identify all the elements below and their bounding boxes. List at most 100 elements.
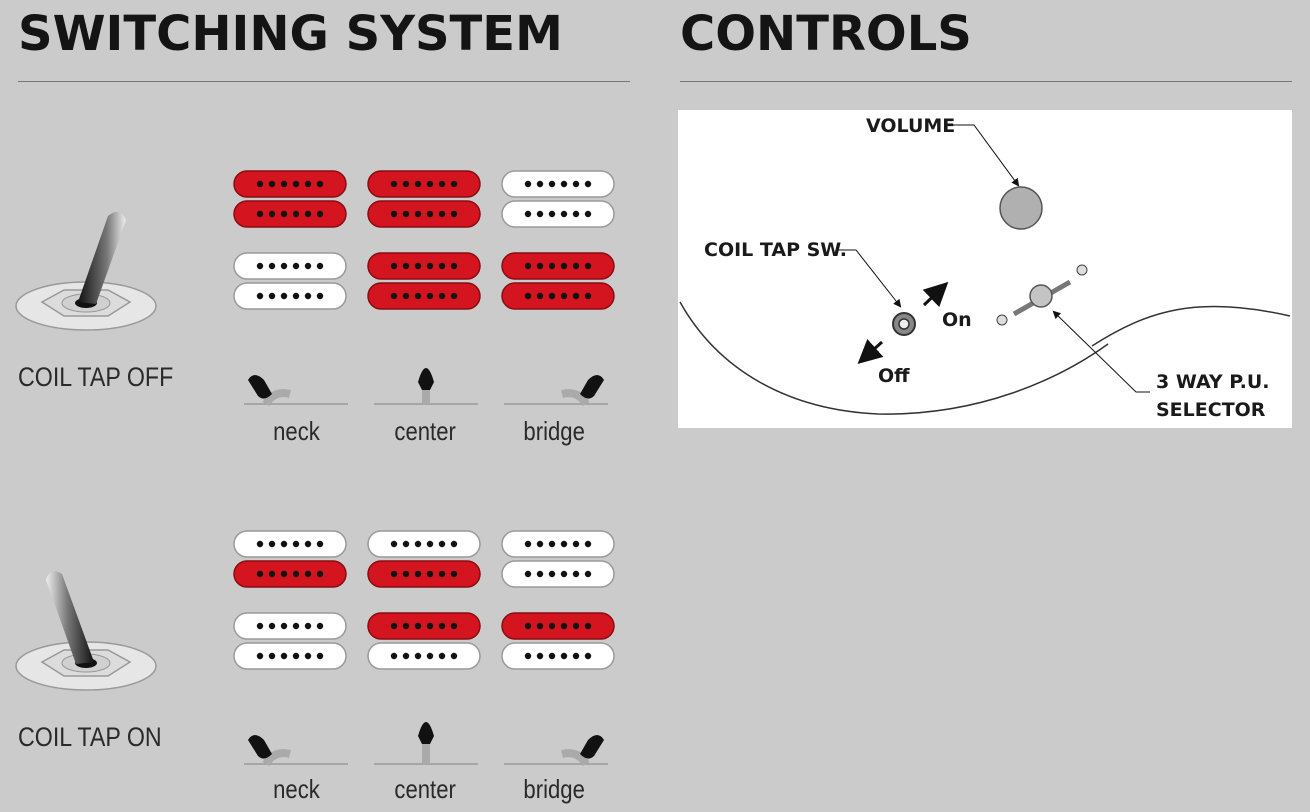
pole-piece xyxy=(316,180,324,188)
pole-piece xyxy=(536,622,544,630)
pole-piece xyxy=(268,210,276,218)
pole-piece xyxy=(292,652,300,660)
pole-piece xyxy=(316,540,324,548)
pole-piece xyxy=(256,570,264,578)
pole-piece xyxy=(572,570,580,578)
pole-piece xyxy=(304,262,312,270)
pole-piece xyxy=(414,180,422,188)
inactive-coil xyxy=(501,530,615,558)
active-coil xyxy=(367,200,481,228)
pole-piece xyxy=(256,540,264,548)
selector-neck-icon xyxy=(244,735,348,767)
on-label: On xyxy=(942,309,972,331)
toggle-switch-down-icon xyxy=(15,571,157,691)
pickup-diagram-neck xyxy=(233,170,347,310)
pole-piece xyxy=(438,652,446,660)
pole-piece xyxy=(280,622,288,630)
pole-piece xyxy=(280,570,288,578)
pole-piece xyxy=(268,262,276,270)
pole-piece xyxy=(536,570,544,578)
pole-piece xyxy=(450,262,458,270)
pole-piece xyxy=(402,180,410,188)
pickup-diagram-neck xyxy=(233,530,347,670)
inactive-coil xyxy=(367,530,481,558)
pole-piece xyxy=(572,180,580,188)
pole-piece xyxy=(548,210,556,218)
pole-piece xyxy=(548,262,556,270)
active-coil xyxy=(367,612,481,640)
pole-piece xyxy=(304,652,312,660)
position-label-center: center xyxy=(394,774,456,804)
active-coil xyxy=(233,170,347,198)
pole-piece xyxy=(316,210,324,218)
pole-piece xyxy=(524,652,532,660)
pole-piece xyxy=(450,652,458,660)
pole-piece xyxy=(438,180,446,188)
pole-piece xyxy=(560,262,568,270)
pickup-diagram-center xyxy=(367,170,481,310)
pole-piece xyxy=(390,622,398,630)
pole-piece xyxy=(292,180,300,188)
pole-piece xyxy=(316,622,324,630)
pole-piece xyxy=(572,540,580,548)
active-coil xyxy=(233,200,347,228)
pole-piece xyxy=(280,180,288,188)
pole-piece xyxy=(572,652,580,660)
controls-panel xyxy=(678,110,1292,428)
volume-label: VOLUME xyxy=(866,115,955,137)
pole-piece xyxy=(256,622,264,630)
pole-piece xyxy=(390,210,398,218)
inactive-coil xyxy=(367,642,481,670)
pole-piece xyxy=(304,292,312,300)
pole-piece xyxy=(438,210,446,218)
pole-piece xyxy=(438,540,446,548)
pole-piece xyxy=(524,180,532,188)
pole-piece xyxy=(390,180,398,188)
pole-piece xyxy=(560,570,568,578)
inactive-coil xyxy=(501,642,615,670)
pole-piece xyxy=(548,570,556,578)
pole-piece xyxy=(584,540,592,548)
pole-piece xyxy=(268,292,276,300)
pole-piece xyxy=(450,180,458,188)
pole-piece xyxy=(524,210,532,218)
pole-piece xyxy=(304,180,312,188)
pole-piece xyxy=(584,622,592,630)
pole-piece xyxy=(560,210,568,218)
pole-piece xyxy=(390,570,398,578)
pole-piece xyxy=(268,570,276,578)
inactive-coil xyxy=(501,560,615,588)
pole-piece xyxy=(402,570,410,578)
inactive-coil xyxy=(501,200,615,228)
pole-piece xyxy=(292,570,300,578)
pole-piece xyxy=(524,622,532,630)
pole-piece xyxy=(316,292,324,300)
pole-piece xyxy=(256,210,264,218)
pole-piece xyxy=(560,652,568,660)
pole-piece xyxy=(414,622,422,630)
pole-piece xyxy=(280,540,288,548)
pole-piece xyxy=(426,652,434,660)
position-label-center: center xyxy=(394,416,456,446)
position-label-neck: neck xyxy=(272,774,320,804)
pole-piece xyxy=(268,540,276,548)
pole-piece xyxy=(524,540,532,548)
pole-piece xyxy=(548,622,556,630)
pole-piece xyxy=(548,540,556,548)
switching-system-heading: SWITCHING SYSTEM xyxy=(18,6,563,62)
pole-piece xyxy=(560,540,568,548)
pole-piece xyxy=(524,570,532,578)
pole-piece xyxy=(292,210,300,218)
controls-divider xyxy=(680,81,1292,82)
pole-piece xyxy=(572,292,580,300)
selector-knob xyxy=(1029,284,1053,308)
pole-piece xyxy=(536,292,544,300)
inactive-coil xyxy=(233,642,347,670)
selector-center-icon xyxy=(374,722,478,765)
active-coil xyxy=(367,282,481,310)
pole-piece xyxy=(414,292,422,300)
pole-piece xyxy=(256,652,264,660)
pole-piece xyxy=(256,292,264,300)
pole-piece xyxy=(450,622,458,630)
controls-heading: CONTROLS xyxy=(680,6,972,62)
